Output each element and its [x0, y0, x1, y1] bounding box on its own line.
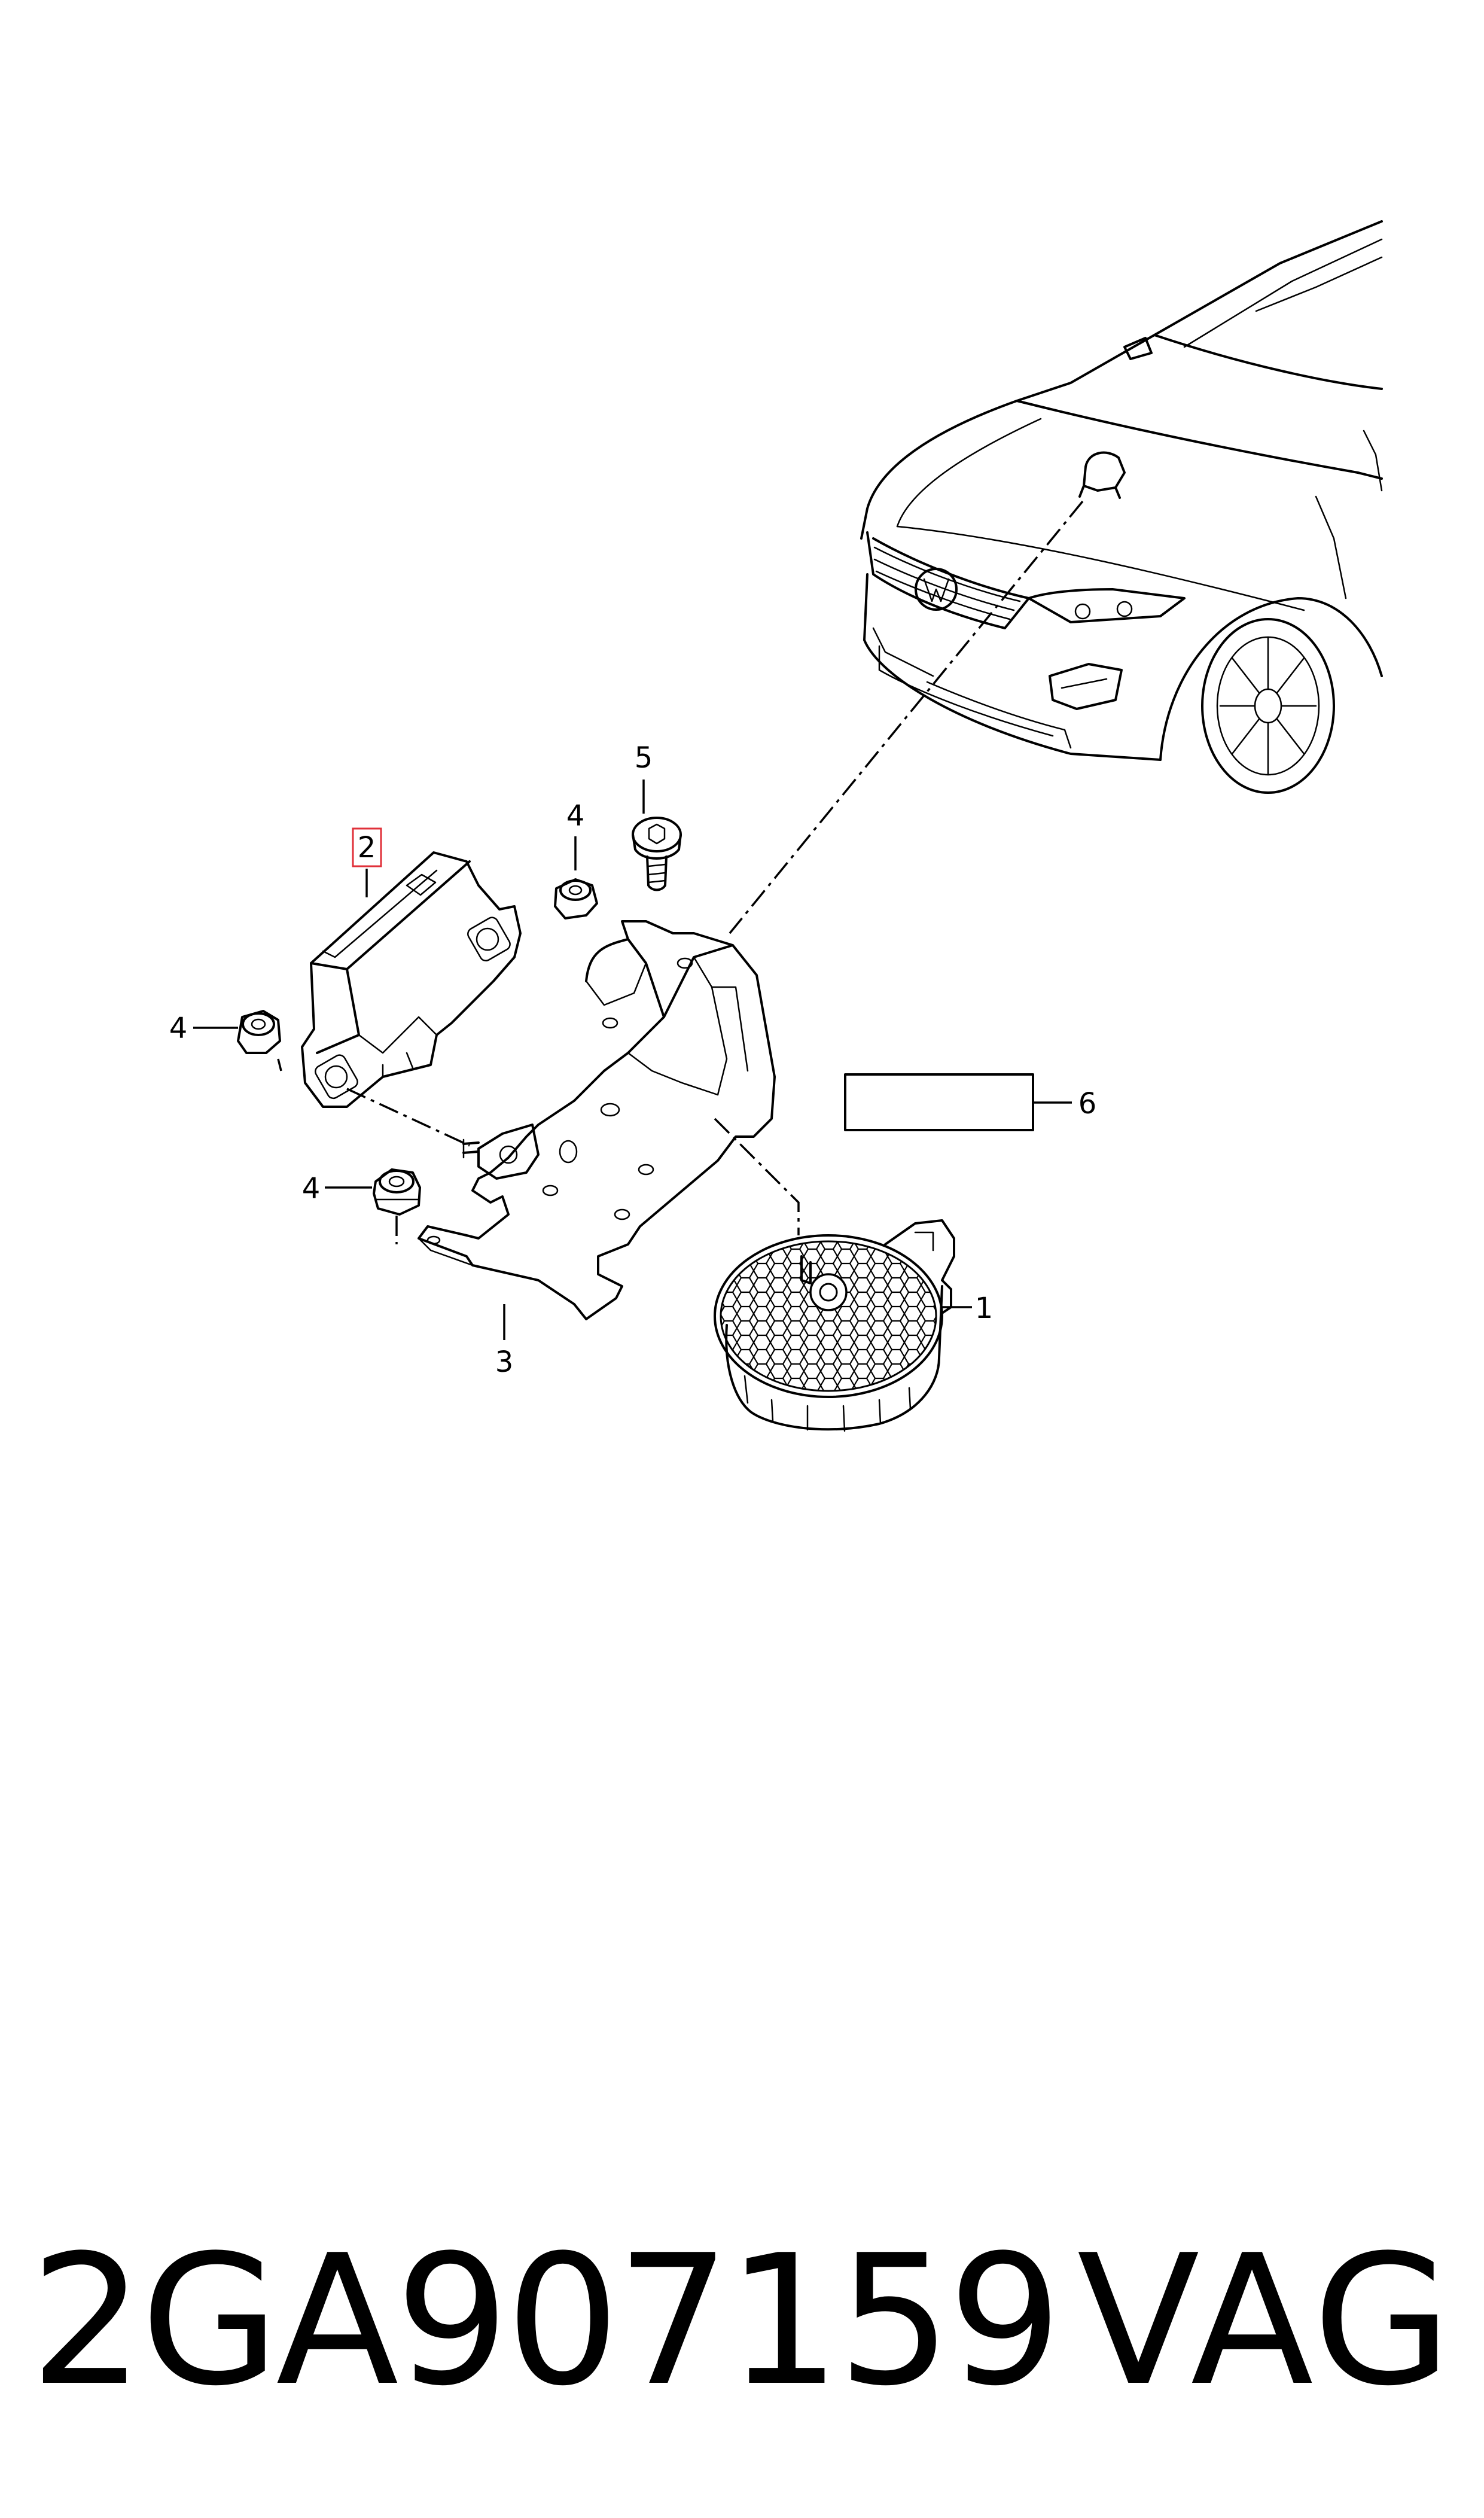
mounting-leader-line [346, 1088, 470, 1147]
callout-4a: 4 [169, 1012, 188, 1045]
callout-5: 5 [635, 741, 653, 775]
callout-3: 3 [495, 1345, 514, 1379]
callout-2: 2 [358, 831, 376, 864]
speaker-leader-line [714, 1118, 800, 1235]
part-4-nut-lower [373, 1168, 421, 1216]
callout-2-highlight [352, 827, 382, 867]
callout-4b: 4 [566, 799, 585, 833]
part-5-screw [632, 817, 682, 891]
part-number-text: 2GA907159 [30, 2216, 1062, 2425]
location-leader-line [729, 500, 1084, 934]
part-3-mounting-bracket [418, 920, 776, 1320]
brand-text: VAG [1077, 2216, 1454, 2425]
nut-leader-line-left [277, 1058, 282, 1071]
vehicle-front-illustration [860, 220, 1383, 794]
callout-6: 6 [1078, 1087, 1097, 1121]
callout-4c: 4 [302, 1172, 321, 1205]
part-4-nut-left [237, 1010, 281, 1054]
callout-1: 1 [975, 1292, 994, 1325]
part-1-speaker [714, 1219, 955, 1432]
part-2-control-unit [301, 851, 522, 1108]
part-4-nut-upper [554, 878, 598, 919]
part-6-label [844, 1073, 1034, 1131]
